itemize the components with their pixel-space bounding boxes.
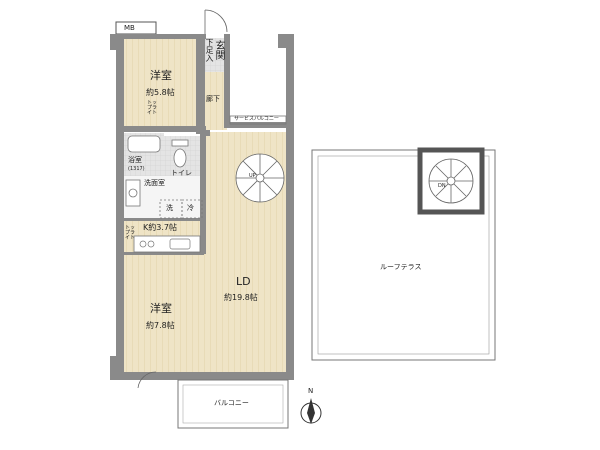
entrance-label: 玄関 xyxy=(213,40,224,60)
compass-north-label: N xyxy=(308,387,314,395)
western-room-south-label: 洋室 xyxy=(150,302,172,315)
toilet-label: トイレ xyxy=(171,169,192,177)
meter-box-label: MB xyxy=(124,24,135,32)
bathtub xyxy=(127,135,161,153)
compass-icon xyxy=(300,398,322,424)
laundry-label: 洗 xyxy=(166,204,173,212)
service-balcony xyxy=(229,115,287,125)
toilet-tank xyxy=(171,139,189,147)
bathroom-size: (1317) xyxy=(128,166,145,172)
balcony-label: バルコニー xyxy=(214,399,249,407)
toilet-bowl xyxy=(173,148,187,168)
kitchen-label: K約3.7帖 xyxy=(143,223,177,232)
hallway-floor xyxy=(205,72,227,130)
bathroom-label: 浴室 xyxy=(128,156,142,164)
stove-burner xyxy=(147,240,155,248)
fridge-label: 冷 xyxy=(187,204,194,212)
meter-box xyxy=(115,21,157,35)
washroom-label: 洗面室 xyxy=(144,179,165,187)
western-room-north-label: 洋室 xyxy=(150,69,172,82)
spiral-stair-up xyxy=(235,153,285,203)
shoe-box-label: 下足入 xyxy=(205,38,214,62)
ld-label: LD xyxy=(236,275,251,288)
roof-terrace-label: ルーフテラス xyxy=(380,263,422,271)
washbasin-bowl xyxy=(128,188,138,198)
roof-terrace-inner xyxy=(317,155,490,355)
balcony xyxy=(177,379,289,429)
spiral-stair-down xyxy=(428,158,474,204)
western-room-south-floor xyxy=(124,254,204,372)
kitchen-sink xyxy=(169,238,191,250)
washbasin xyxy=(125,179,141,207)
western-room-north-area: 約5.8帖 xyxy=(146,88,175,97)
western-room-north-floor xyxy=(124,38,196,128)
service-balcony-label: サービスバルコニー xyxy=(234,116,279,122)
stair-up-label: UP xyxy=(249,173,256,179)
stair-down-label: DN xyxy=(438,183,446,189)
fridge-space xyxy=(181,199,203,219)
hallway-label: 廊下 xyxy=(206,95,220,103)
storage-label-north: トップライト xyxy=(147,100,158,116)
storage-label-kitchen: トップライト xyxy=(125,225,136,241)
ld-area: 約19.8帖 xyxy=(224,293,258,302)
entrance-floor xyxy=(205,38,225,72)
stove-burner xyxy=(139,240,147,248)
kitchen-counter xyxy=(133,235,201,253)
balcony-inner xyxy=(182,384,284,424)
walls xyxy=(110,34,294,380)
western-room-south-area: 約7.8帖 xyxy=(146,321,175,330)
